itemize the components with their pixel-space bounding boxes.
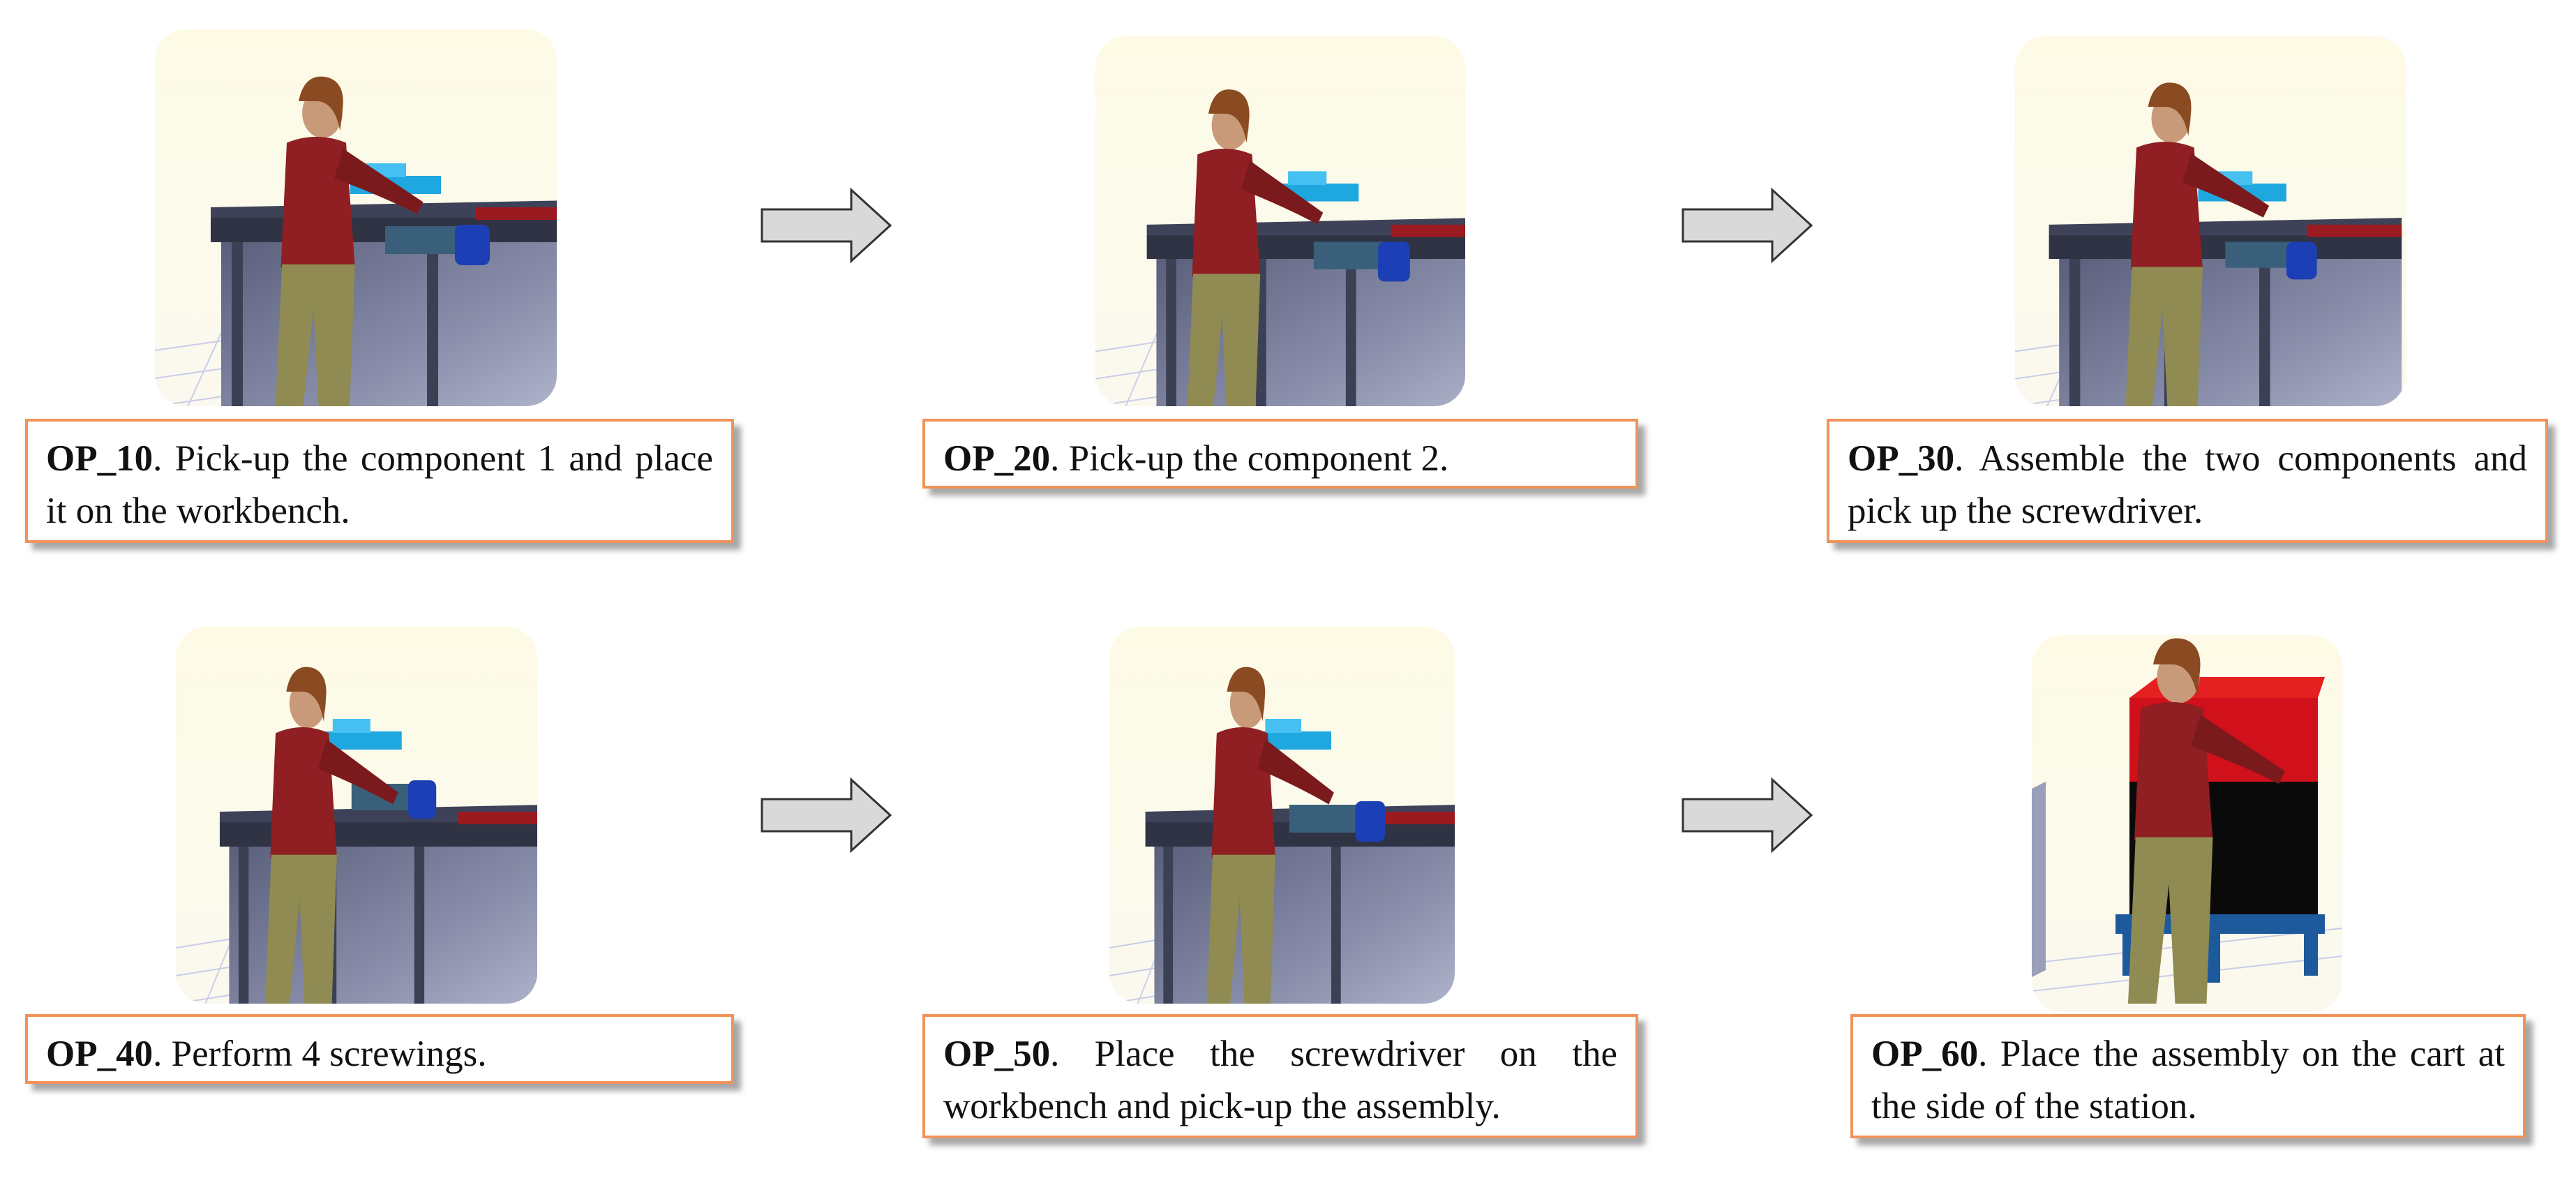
scene-op50-image	[1109, 627, 1455, 1004]
step-text: . Assemble the two components and pick u…	[1848, 438, 2527, 531]
step-text: . Place the assembly on the cart at the …	[1871, 1034, 2505, 1126]
step-code: OP_20	[943, 438, 1051, 479]
caption-op40: OP_40. Perform 4 screwings.	[25, 1014, 734, 1084]
scene-op10-image	[155, 29, 557, 406]
scene-op40-image	[176, 627, 537, 1004]
caption-op10: OP_10. Pick-up the component 1 and place…	[25, 419, 734, 543]
arrow-right-icon	[761, 777, 893, 854]
arrow-right-icon	[1682, 777, 1814, 854]
caption-op60: OP_60. Place the assembly on the cart at…	[1850, 1014, 2526, 1138]
step-text: . Perform 4 screwings.	[153, 1034, 487, 1074]
caption-op30: OP_30. Assemble the two components and p…	[1827, 419, 2548, 543]
scene-op20-image	[1095, 36, 1465, 406]
caption-op50: OP_50. Place the screwdriver on the work…	[922, 1014, 1638, 1138]
step-code: OP_10	[46, 438, 153, 479]
step-text: . Place the screwdriver on the workbench…	[943, 1034, 1617, 1126]
step-text: . Pick-up the component 1 and place it o…	[46, 438, 713, 531]
scene-op30-image	[2015, 36, 2406, 406]
step-code: OP_50	[943, 1034, 1051, 1074]
step-code: OP_40	[46, 1034, 153, 1074]
arrow-right-icon	[1682, 187, 1814, 264]
scene-op60-image	[2032, 635, 2342, 1012]
step-code: OP_60	[1871, 1034, 1979, 1074]
caption-op20: OP_20. Pick-up the component 2.	[922, 419, 1638, 489]
arrow-right-icon	[761, 187, 893, 264]
step-code: OP_30	[1848, 438, 1955, 479]
step-text: . Pick-up the component 2.	[1050, 438, 1449, 479]
